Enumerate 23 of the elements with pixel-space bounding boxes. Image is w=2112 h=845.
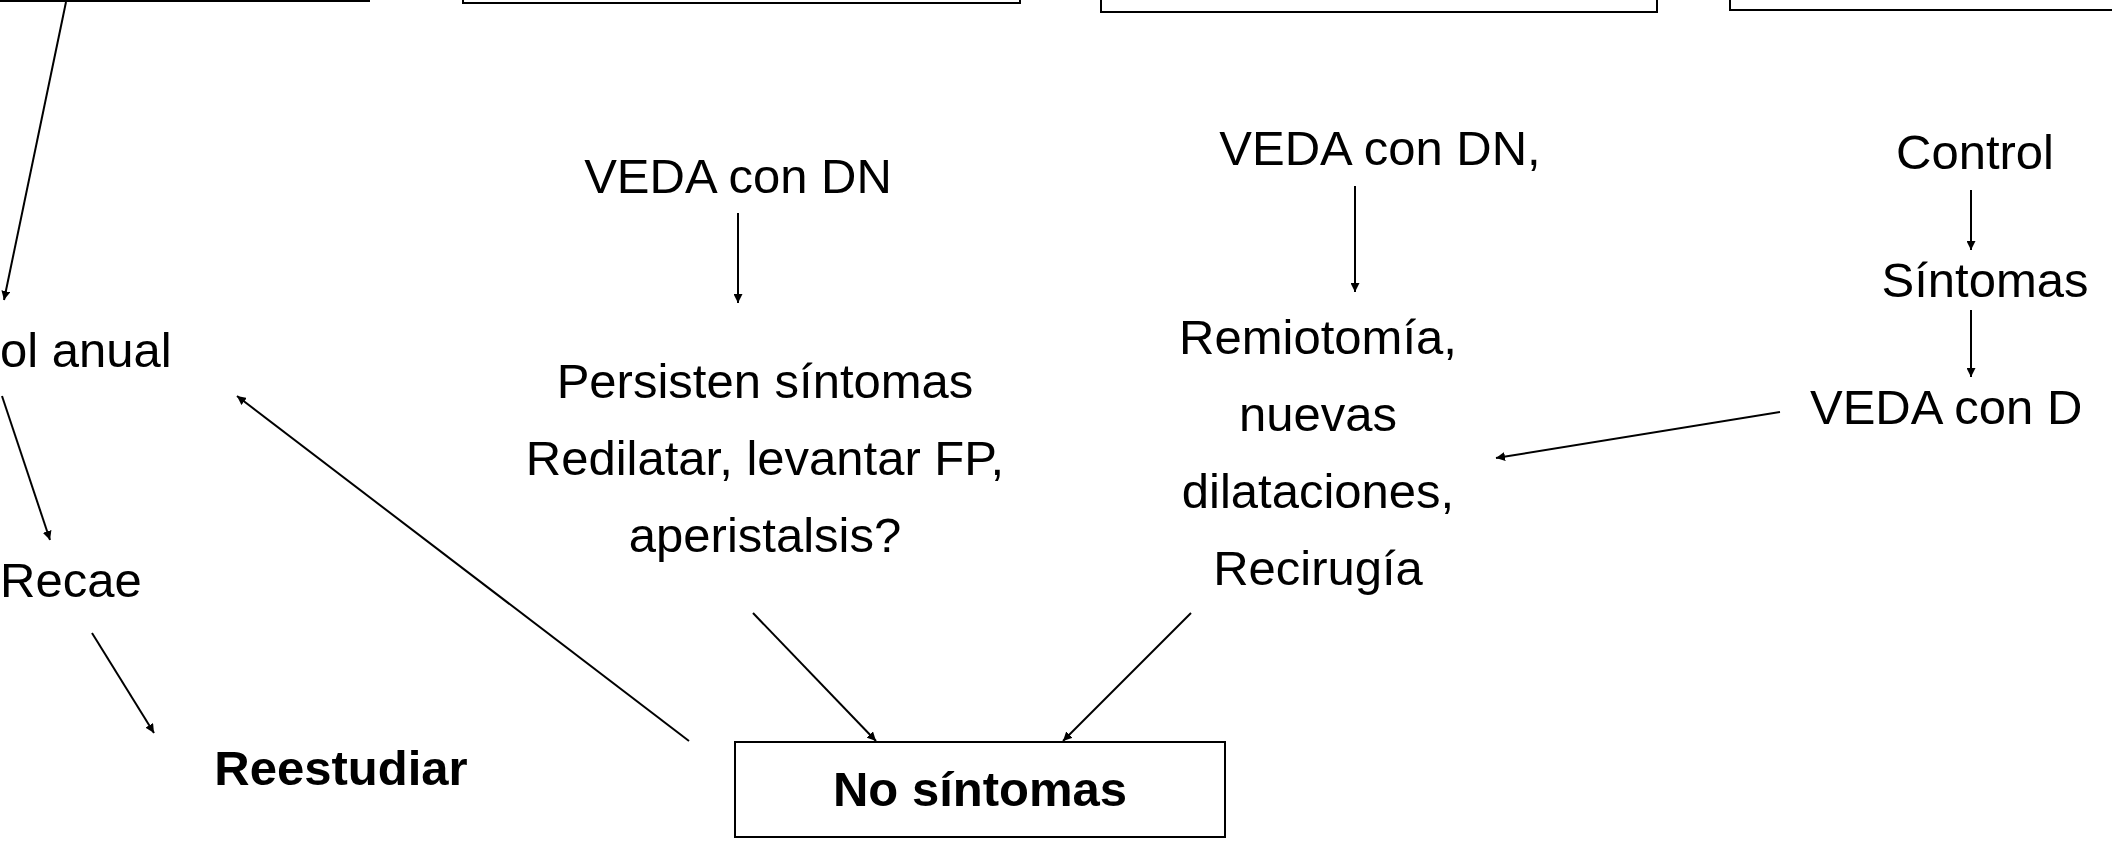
arrow [236,395,690,742]
arrow [1,1,67,301]
arrow [1350,185,1360,293]
step-text: Control [1896,124,2054,181]
arrow [733,212,743,304]
step-text: Reestudiar [214,739,468,797]
step-text: VEDA con D [1810,378,2083,436]
step-text: Redilatar, levantar FP, aperistalsis? [524,429,1006,564]
step-text: Recae [0,551,142,609]
arrow [91,632,155,734]
arrow [1495,411,1781,461]
step-text: Remiotomía, nuevas dilataciones, Recirugía [1178,308,1458,597]
step-text: VEDA con DN [584,148,892,205]
arrow [1,395,52,541]
step-text: ol anual [0,321,172,379]
arrow [1966,309,1976,378]
arrow [1966,189,1976,251]
arrow [1062,612,1192,742]
step-text: Síntomas [1881,251,2089,309]
outcome-box: No síntomas [734,741,1226,838]
step-text: Persisten síntomas [556,352,974,410]
step-text: VEDA con DN, [1219,119,1541,177]
arrow [752,612,877,742]
